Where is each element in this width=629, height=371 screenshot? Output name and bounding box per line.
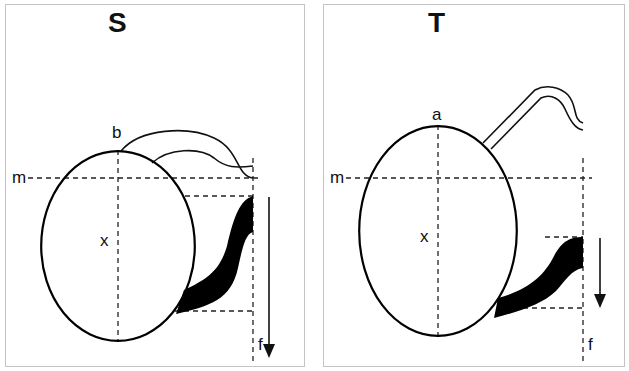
- ellipse-outline: [40, 150, 196, 342]
- panel-frame: Tx: [323, 4, 625, 367]
- panel-letter: S: [108, 9, 127, 37]
- eye-ellipse: x: [358, 125, 518, 337]
- axis-letter: f: [258, 336, 263, 353]
- axis-letter: a: [432, 106, 441, 123]
- ellipse-outline: [358, 125, 518, 337]
- panel-frame: Sx: [5, 4, 305, 367]
- panel-letter: T: [428, 9, 445, 37]
- eye-ellipse: x: [40, 150, 196, 342]
- axis-letter: b: [112, 124, 121, 141]
- axis-letter: m: [330, 169, 344, 186]
- axis-letter: f: [588, 336, 593, 353]
- point-label: x: [100, 232, 109, 249]
- axis-letter: m: [12, 169, 26, 186]
- point-label: x: [420, 228, 429, 245]
